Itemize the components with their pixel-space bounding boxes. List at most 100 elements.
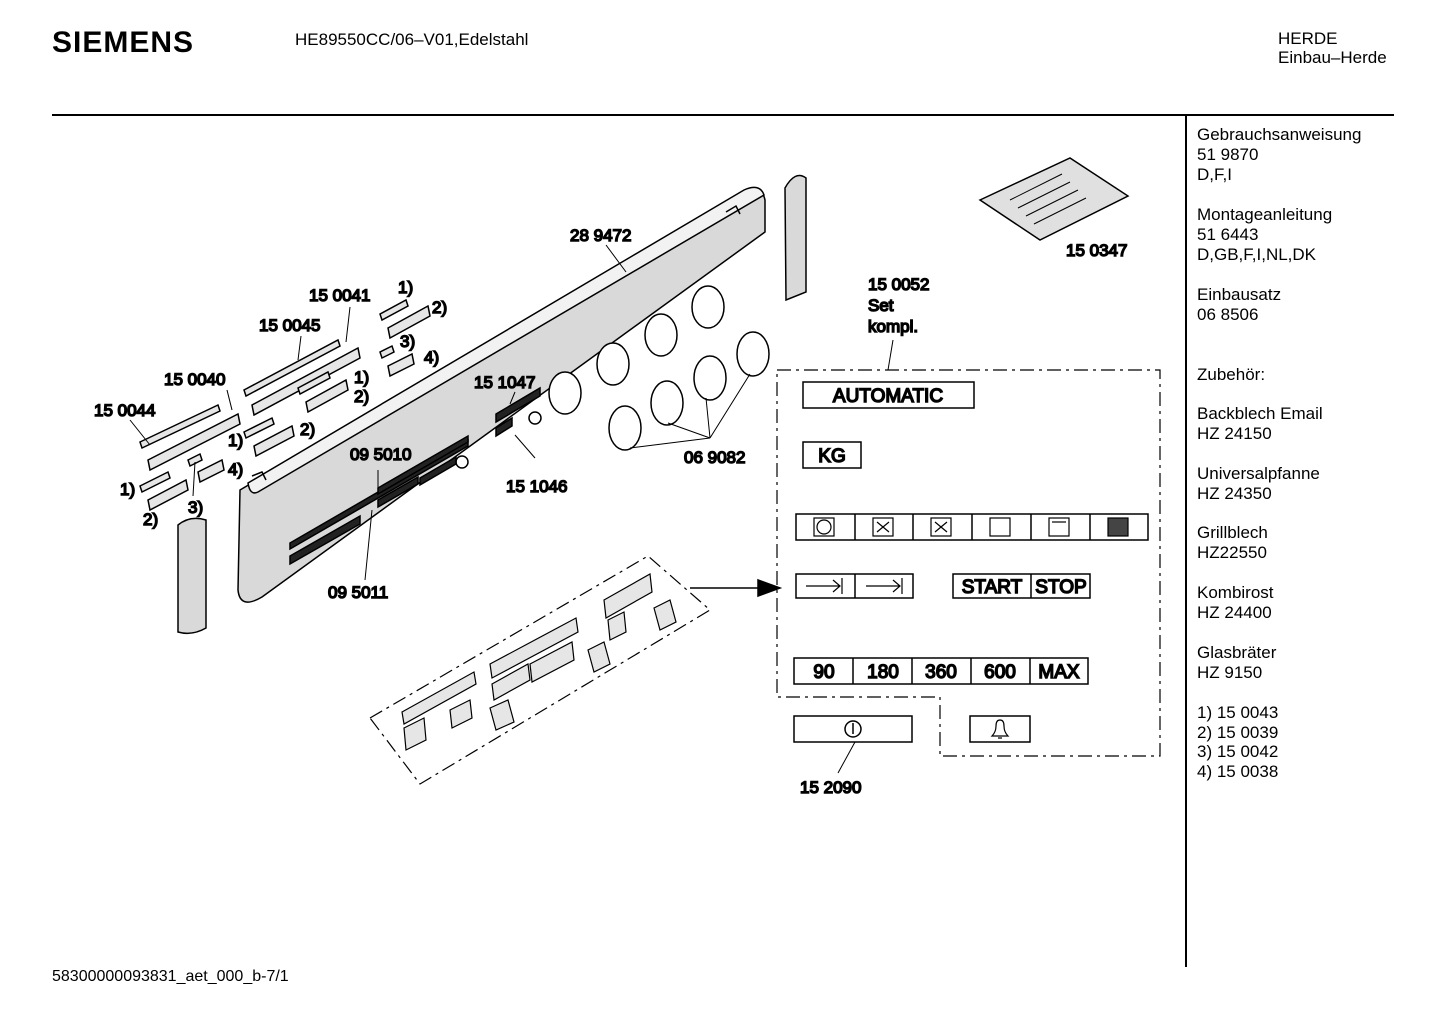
display-slot: [377, 475, 419, 509]
time-180-label: 180: [867, 662, 899, 683]
symbol-row-dividers: [854, 514, 1091, 540]
callout-label: 1): [398, 278, 413, 297]
sidebar-glas-number: HZ 9150: [1197, 663, 1263, 682]
sidebar-gebrauch-lang: D,F,I: [1197, 165, 1232, 184]
part-label: 15 0044: [94, 401, 155, 420]
sidebar-gebrauch-title: Gebrauchsanweisung: [1197, 125, 1362, 144]
sidebar-note-1: 1) 15 0043: [1197, 703, 1279, 722]
leader-line: [887, 339, 894, 371]
stop-label: STOP: [1035, 577, 1086, 598]
callout-label: 1): [120, 480, 135, 499]
sidebar-montage-number: 51 6443: [1197, 225, 1259, 244]
display-slot: [495, 416, 513, 438]
sidebar-glas-name: Glasbräter: [1197, 643, 1277, 662]
part-label: Set: [868, 296, 894, 315]
side-trim-left: [177, 517, 207, 635]
time-presets-dividers: [852, 658, 1031, 684]
fascia-hole: [548, 371, 582, 415]
sidebar-einbau-number: 06 8506: [1197, 305, 1259, 324]
fascia-notch-left: [251, 471, 267, 481]
category-label: HERDE: [1278, 29, 1338, 48]
screw-bag: [978, 157, 1130, 241]
part-label: 15 0347: [1066, 241, 1127, 260]
sidebar-montage-title: Montageanleitung: [1197, 205, 1333, 224]
callout-label: 1): [354, 368, 369, 387]
fascia-hole: [644, 313, 678, 357]
knob-ring: [650, 380, 684, 426]
time-max-label: MAX: [1038, 662, 1080, 683]
side-trim-right: [784, 174, 807, 302]
display-slot: [289, 514, 361, 566]
brand-logo: SIEMENS: [52, 26, 195, 59]
leader-line: [837, 741, 856, 774]
sidebar-grill-number: HZ22550: [1197, 543, 1267, 562]
kg-label: KG: [818, 446, 845, 467]
fascia-hole: [596, 342, 630, 386]
header-divider: [52, 114, 1394, 116]
callout-label: 2): [432, 298, 447, 317]
start-stop-box: [952, 573, 1091, 599]
screws: [1009, 173, 1087, 225]
time-90-label: 90: [813, 662, 834, 683]
sidebar-backblech-name: Backblech Email: [1197, 404, 1323, 423]
callout-label: 2): [300, 420, 315, 439]
automatic-label: AUTOMATIC: [833, 386, 943, 407]
sidebar-note-3: 3) 15 0042: [1197, 742, 1279, 761]
indicator-hole: [455, 455, 469, 469]
knob-ring: [608, 405, 642, 451]
part-label: 15 1046: [506, 477, 567, 496]
callout-label: 2): [354, 387, 369, 406]
time-presets-row: [793, 657, 1089, 685]
display-slot: [495, 386, 541, 424]
sidebar-einbau-title: Einbausatz: [1197, 285, 1282, 304]
model-title: HE89550CC/06–V01,Edelstahl: [295, 30, 529, 49]
time-600-label: 600: [984, 662, 1016, 683]
time-360-label: 360: [925, 662, 957, 683]
timer-icon: [806, 578, 903, 594]
fascia-hole: [691, 285, 725, 329]
fascia-notch-right: [725, 204, 741, 215]
button-kit-parts: [401, 573, 677, 751]
callout-label: 3): [188, 498, 203, 517]
indicator-hole: [528, 411, 542, 425]
sidebar-divider: [1185, 116, 1187, 967]
sidebar-backblech-number: HZ 24150: [1197, 424, 1272, 443]
sidebar-pfanne-number: HZ 24350: [1197, 484, 1272, 503]
exploded-diagram: 28 9472 15 0041 15 0045 15 0040 15 0044 …: [93, 157, 1161, 798]
part-label: 09 5011: [328, 583, 388, 602]
oven-mode-icons: [813, 517, 1129, 537]
switch-strips: [139, 298, 431, 512]
callout-label: 1): [228, 431, 243, 450]
part-label: 28 9472: [570, 226, 631, 245]
part-label: 15 1047: [474, 373, 535, 392]
callout-label: 4): [424, 348, 439, 367]
callout-label: 2): [143, 510, 158, 529]
fascia-top-edge: [247, 186, 765, 494]
part-label: 15 0052: [868, 275, 929, 294]
sidebar-grill-name: Grillblech: [1197, 523, 1268, 542]
start-label: START: [962, 577, 1023, 598]
sidebar-montage-lang: D,GB,F,I,NL,DK: [1197, 245, 1317, 264]
part-label: 15 0040: [164, 370, 225, 389]
bell-button-box: [969, 715, 1031, 743]
sidebar-kombi-number: HZ 24400: [1197, 603, 1272, 622]
part-label: kompl.: [868, 317, 918, 336]
knob-ring: [736, 331, 770, 377]
power-icon: [844, 720, 862, 738]
leader-lines: [129, 244, 627, 581]
bell-icon: [990, 719, 1010, 739]
sidebar-pfanne-name: Universalpfanne: [1197, 464, 1320, 483]
part-label: 06 9082: [684, 448, 745, 467]
button-kit-frame: [369, 555, 712, 785]
sidebar-zubehoer-title: Zubehör:: [1197, 365, 1266, 384]
knob-ring: [693, 355, 727, 401]
part-label: 15 0045: [259, 316, 320, 335]
kg-button-box: [802, 441, 862, 469]
sidebar-note-4: 4) 15 0038: [1197, 762, 1279, 781]
callout-label: 3): [400, 332, 415, 351]
footer-code: 58300000093831_aet_000_b-7/1: [52, 968, 289, 985]
part-label: 15 2090: [800, 778, 861, 797]
set-kompl-frame: [776, 369, 1161, 757]
automatic-button-box: [802, 381, 975, 409]
sidebar-gebrauch-number: 51 9870: [1197, 145, 1259, 164]
